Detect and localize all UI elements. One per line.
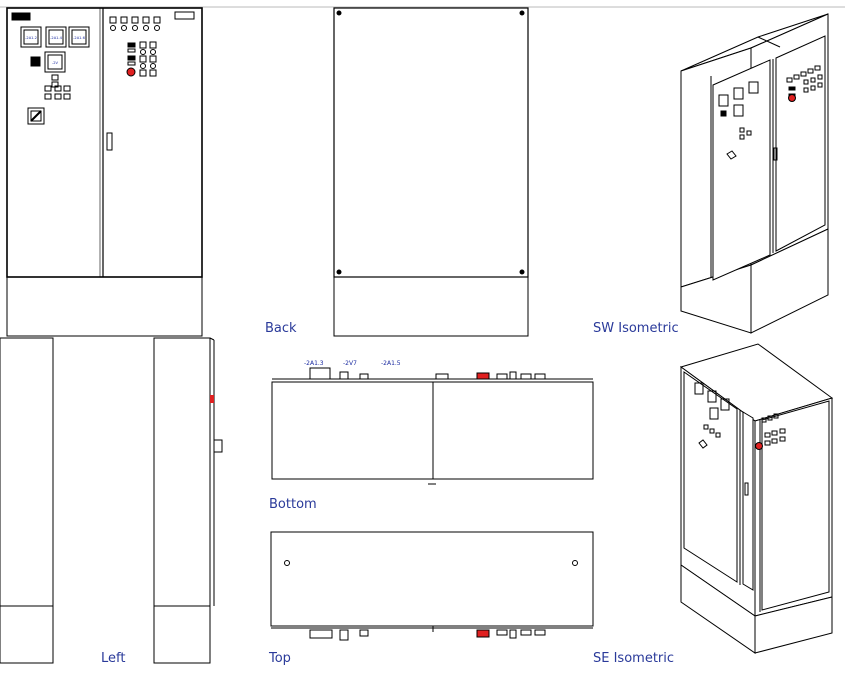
view-label-bottom: Bottom bbox=[269, 497, 317, 512]
bottom-tag-3: -2A1.5 bbox=[381, 360, 401, 367]
back-panel bbox=[333, 7, 529, 278]
front-nameplate-left bbox=[11, 12, 31, 21]
door-handle bbox=[106, 132, 113, 151]
back-view bbox=[333, 7, 529, 337]
bottom-tag-1: -2A1.3 bbox=[304, 360, 324, 367]
top-view bbox=[270, 531, 594, 641]
control-button-grid bbox=[127, 41, 157, 77]
meter-1-tag: -2A1.2 bbox=[25, 36, 37, 40]
view-label-top: Top bbox=[269, 651, 291, 666]
view-label-se-isometric: SE Isometric bbox=[593, 651, 675, 666]
view-label-left: Left bbox=[101, 651, 126, 666]
front-view: -2A1.2 -2A1.4 -2A1.6 -2V bbox=[0, 6, 845, 337]
sw-isometric-view bbox=[680, 13, 829, 334]
front-plinth bbox=[6, 276, 203, 337]
top-panel bbox=[270, 531, 594, 627]
meter-2-tag: -2A1.4 bbox=[50, 36, 62, 40]
front-cabinet-body bbox=[6, 7, 203, 278]
right-side-panel bbox=[153, 337, 211, 607]
emergency-stop-button bbox=[126, 67, 136, 77]
pilot-light-row bbox=[109, 16, 161, 31]
left-view bbox=[0, 337, 223, 664]
main-isolator-handle bbox=[27, 107, 45, 125]
selector-switch bbox=[30, 56, 41, 67]
back-plinth bbox=[333, 276, 529, 337]
meter-4-tag: -2V bbox=[52, 61, 59, 65]
front-meters bbox=[20, 26, 90, 73]
bottom-view bbox=[271, 367, 594, 485]
front-nameplate-right bbox=[174, 11, 195, 20]
view-label-back: Back bbox=[265, 321, 297, 336]
view-label-sw-isometric: SW Isometric bbox=[593, 321, 679, 336]
left-side-panel bbox=[0, 337, 54, 607]
meter-3-tag: -2A1.6 bbox=[73, 36, 85, 40]
bottom-tag-2: -2V7 bbox=[343, 360, 357, 367]
se-isometric-view bbox=[679, 343, 834, 654]
